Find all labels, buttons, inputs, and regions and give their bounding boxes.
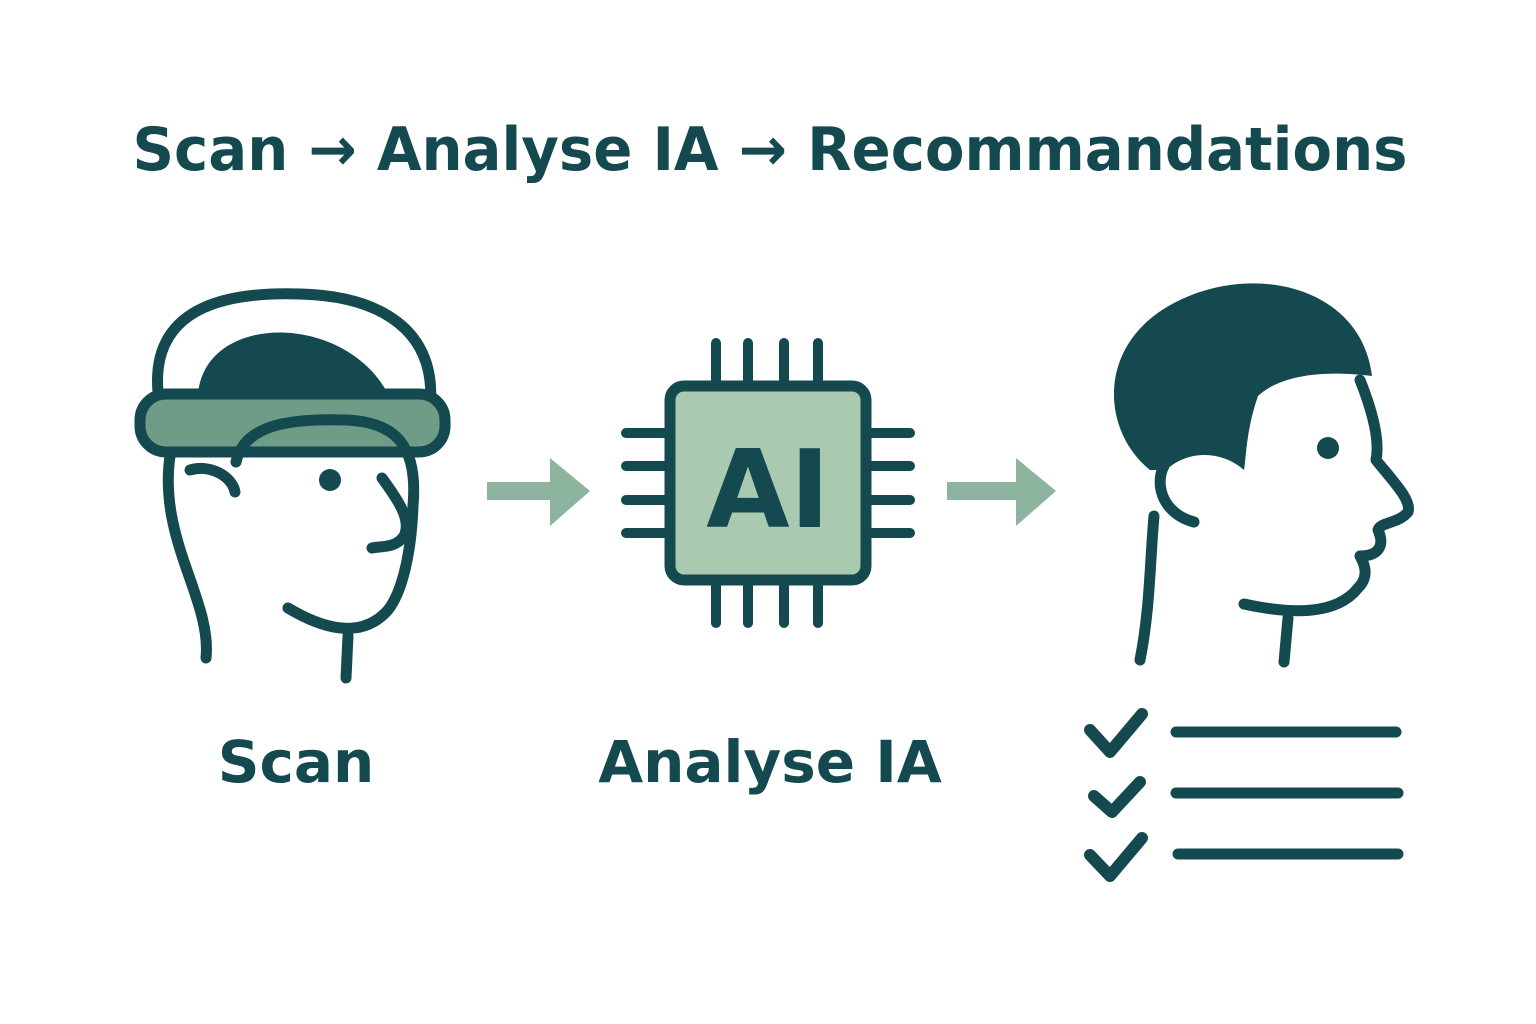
checklist-item-2 [1088, 776, 1404, 818]
head-profile-icon [1113, 283, 1414, 668]
chip-label: AI [706, 428, 830, 553]
check-mark-icon [1088, 776, 1146, 818]
checklist-item-3 [1084, 832, 1404, 882]
ai-chip-icon: AI [621, 338, 915, 628]
profile-head-eye [1317, 437, 1339, 459]
check-mark-icon [1084, 708, 1148, 758]
flow-arrow-1 [487, 458, 590, 526]
head-with-scanner-headband-icon [134, 288, 451, 684]
checklist-icon [1084, 708, 1404, 882]
check-mark-icon [1084, 832, 1148, 882]
checklist-item-1 [1084, 708, 1402, 758]
step-label-scan: Scan [218, 728, 375, 796]
diagram-title: Scan → Analyse IA → Recommandations [133, 115, 1408, 185]
step-label-analyse-ia: Analyse IA [598, 728, 942, 796]
flow-arrow-2 [947, 458, 1056, 526]
scan-head-eye [319, 469, 341, 491]
